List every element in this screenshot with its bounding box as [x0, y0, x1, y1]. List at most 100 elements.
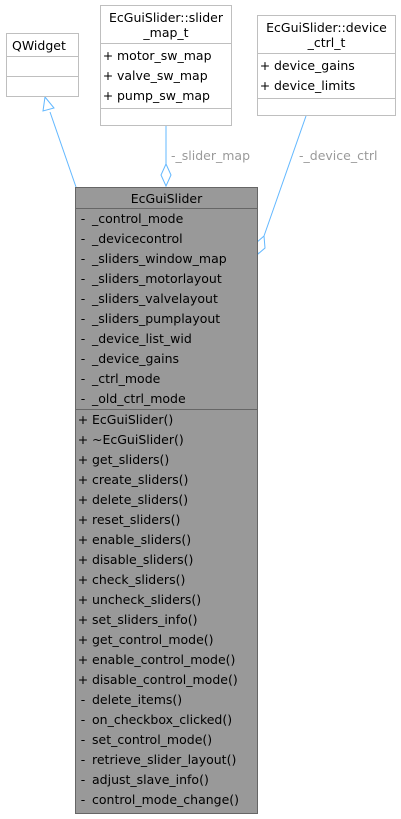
visibility-marker: + — [77, 612, 89, 627]
method-row: +uncheck_sliders() — [76, 590, 257, 610]
method-row: -set_control_mode() — [76, 730, 257, 750]
method-row: +reset_sliders() — [76, 510, 257, 530]
method-row: +EcGuiSlider() — [76, 410, 257, 430]
method-row: +disable_sliders() — [76, 550, 257, 570]
member-name: on_checkbox_clicked() — [92, 712, 233, 727]
class-device-ctrl-t-attributes: +device_gains+device_limits — [258, 53, 395, 98]
visibility-marker: + — [77, 532, 89, 547]
visibility-marker: - — [80, 792, 86, 807]
visibility-marker: + — [77, 412, 89, 427]
visibility-marker: + — [77, 432, 89, 447]
method-row: +enable_sliders() — [76, 530, 257, 550]
attribute-row: -_old_ctrl_mode — [76, 389, 257, 409]
class-ecguislider-attributes: -_control_mode-_devicecontrol-_sliders_w… — [76, 208, 257, 409]
class-slider-map-t-title-line2: _map_t — [143, 25, 189, 40]
class-ecguislider-title: EcGuiSlider — [130, 191, 203, 206]
visibility-marker: - — [80, 692, 86, 707]
class-ecguislider[interactable]: EcGuiSlider -_control_mode-_devicecontro… — [75, 187, 258, 814]
class-qwidget-title: QWidget — [12, 38, 66, 53]
attribute-row: -_device_list_wid — [76, 329, 257, 349]
attribute-row: -_sliders_valvelayout — [76, 289, 257, 309]
class-device-ctrl-t-title-line2: _ctrl_t — [307, 35, 346, 50]
visibility-marker: - — [80, 351, 86, 366]
member-name: get_control_mode() — [92, 632, 214, 647]
visibility-marker: - — [80, 211, 86, 226]
attribute-row: -_devicecontrol — [76, 229, 257, 249]
method-row: +~EcGuiSlider() — [76, 430, 257, 450]
class-slider-map-t[interactable]: EcGuiSlider::slider _map_t +motor_sw_map… — [100, 5, 232, 126]
device-ctrl-line — [263, 115, 307, 237]
visibility-marker: + — [259, 78, 271, 93]
visibility-marker: + — [102, 68, 114, 83]
member-name: motor_sw_map — [117, 48, 212, 63]
member-name: enable_sliders() — [92, 532, 192, 547]
visibility-marker: - — [80, 271, 86, 286]
member-name: disable_control_mode() — [92, 672, 238, 687]
slider-map-diamond — [160, 162, 172, 188]
visibility-marker: - — [80, 712, 86, 727]
visibility-marker: - — [80, 251, 86, 266]
visibility-marker: - — [80, 331, 86, 346]
method-row: +set_sliders_info() — [76, 610, 257, 630]
visibility-marker: + — [77, 632, 89, 647]
class-device-ctrl-t-title: EcGuiSlider::device _ctrl_t — [258, 16, 395, 53]
member-name: valve_sw_map — [117, 68, 208, 83]
visibility-marker: + — [77, 572, 89, 587]
member-name: _device_list_wid — [92, 331, 192, 346]
member-name: _sliders_pumplayout — [92, 311, 221, 326]
attribute-row: -_control_mode — [76, 209, 257, 229]
member-name: control_mode_change() — [92, 792, 240, 807]
visibility-marker: + — [77, 452, 89, 467]
method-row: +check_sliders() — [76, 570, 257, 590]
class-ecguislider-methods: +EcGuiSlider()+~EcGuiSlider()+get_slider… — [76, 409, 257, 810]
member-name: _ctrl_mode — [92, 371, 161, 386]
class-device-ctrl-t-methods — [258, 98, 395, 120]
visibility-marker: - — [80, 772, 86, 787]
method-row: -on_checkbox_clicked() — [76, 710, 257, 730]
member-name: enable_control_mode() — [92, 652, 236, 667]
class-slider-map-t-title-line1: EcGuiSlider::slider — [109, 10, 223, 25]
visibility-marker: - — [80, 311, 86, 326]
visibility-marker: + — [77, 652, 89, 667]
attribute-row: -_sliders_pumplayout — [76, 309, 257, 329]
class-qwidget[interactable]: QWidget — [6, 33, 79, 97]
member-name: get_sliders() — [92, 452, 170, 467]
visibility-marker: + — [77, 512, 89, 527]
member-name: EcGuiSlider() — [92, 412, 174, 427]
member-name: disable_sliders() — [92, 552, 194, 567]
class-slider-map-t-attributes: +motor_sw_map +valve_sw_map+pump_sw_map — [101, 43, 231, 108]
class-device-ctrl-t[interactable]: EcGuiSlider::device _ctrl_t +device_gain… — [257, 15, 396, 116]
visibility-marker: + — [77, 492, 89, 507]
inheritance-arrowhead — [42, 95, 55, 112]
slider-map-label: -_slider_map — [171, 148, 251, 163]
method-row: -adjust_slave_info() — [76, 770, 257, 790]
method-row: +create_sliders() — [76, 470, 257, 490]
visibility-marker: + — [259, 58, 271, 73]
attribute-row: +motor_sw_map — [101, 46, 231, 66]
member-name: create_sliders() — [92, 472, 189, 487]
member-name: _device_gains — [92, 351, 180, 366]
attribute-row: -_device_gains — [76, 349, 257, 369]
member-name: _sliders_valvelayout — [92, 291, 218, 306]
class-qwidget-methods — [7, 76, 78, 98]
method-row: -delete_items() — [76, 690, 257, 710]
attribute-row: -_sliders_motorlayout — [76, 269, 257, 289]
member-name: _old_ctrl_mode — [92, 391, 186, 406]
member-name: uncheck_sliders() — [92, 592, 202, 607]
class-slider-map-t-methods — [101, 108, 231, 130]
member-name: reset_sliders() — [92, 512, 181, 527]
method-row: -control_mode_change() — [76, 790, 257, 810]
class-slider-map-t-title: EcGuiSlider::slider _map_t — [101, 6, 231, 43]
member-name: pump_sw_map — [117, 88, 210, 103]
method-row: +enable_control_mode() — [76, 650, 257, 670]
method-row: +get_sliders() — [76, 450, 257, 470]
visibility-marker: - — [80, 752, 86, 767]
attribute-row: -_ctrl_mode — [76, 369, 257, 389]
class-qwidget-attributes — [7, 56, 78, 76]
member-name: ~EcGuiSlider() — [92, 432, 184, 447]
method-row: +delete_sliders() — [76, 490, 257, 510]
class-device-ctrl-t-title-line1: EcGuiSlider::device — [266, 20, 387, 35]
member-name: retrieve_slider_layout() — [92, 752, 237, 767]
visibility-marker: + — [102, 88, 114, 103]
method-row: +get_control_mode() — [76, 630, 257, 650]
